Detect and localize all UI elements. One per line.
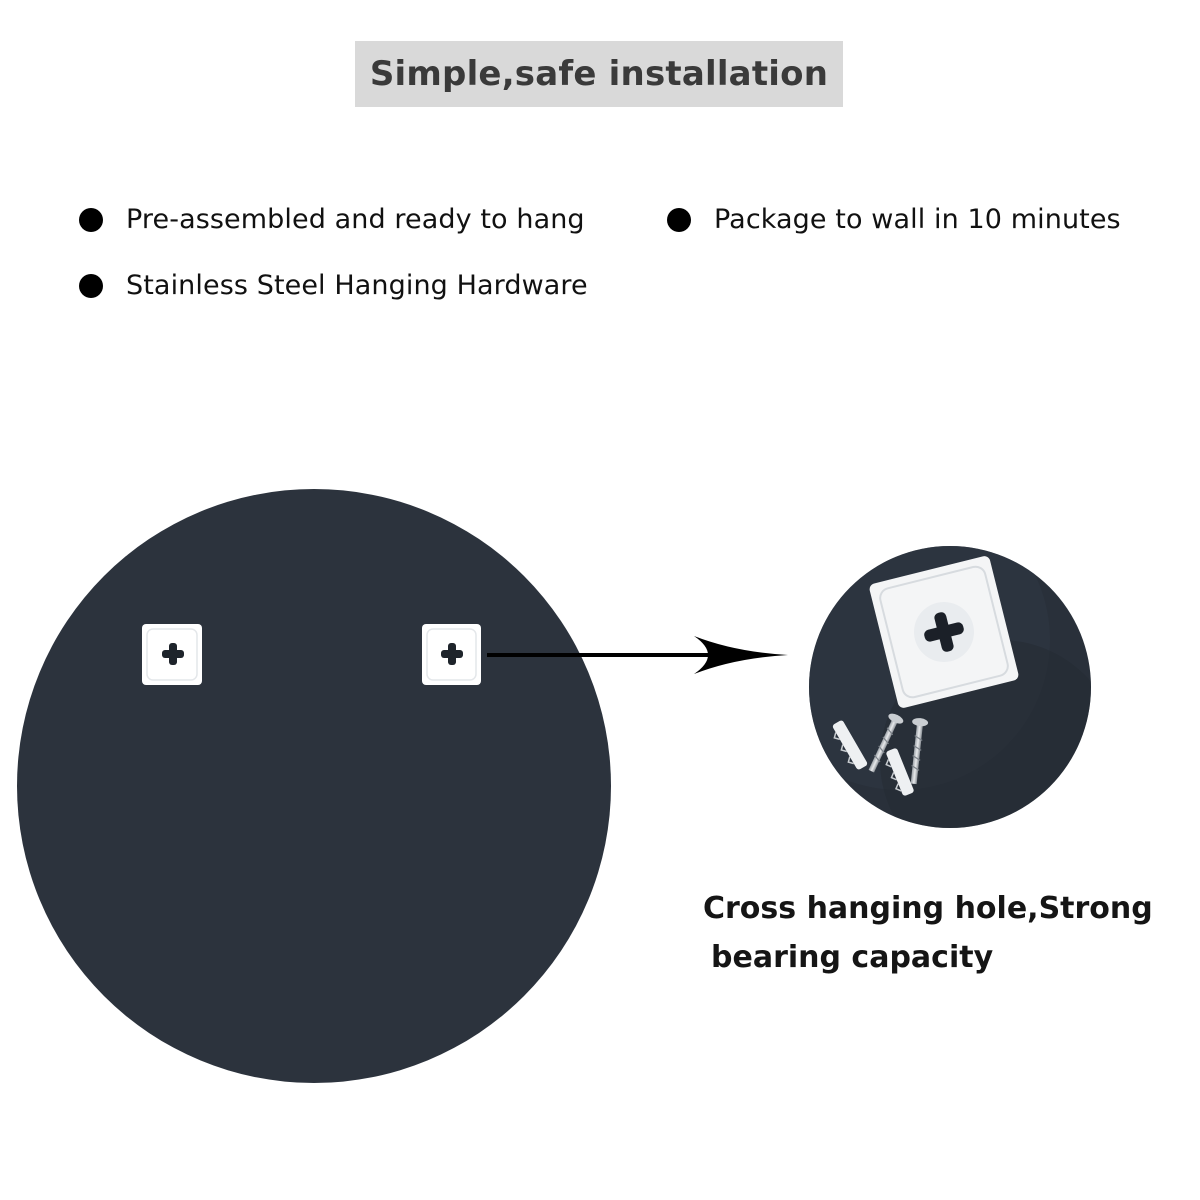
bullet-icon <box>79 273 103 298</box>
bullet-icon <box>667 207 691 232</box>
caption-line-2: bearing capacity <box>711 940 994 975</box>
feature-label: Stainless Steel Hanging Hardware <box>126 270 588 301</box>
feature-item-package-to-wall: Package to wall in 10 minutes <box>667 204 1121 235</box>
page-title: Simple,safe installation <box>369 54 829 94</box>
bullet-icon <box>79 207 103 232</box>
hanger-bracket-left <box>142 624 202 685</box>
feature-caption: Cross hanging hole,Strong bearing capaci… <box>703 884 1153 982</box>
arrow-right-icon <box>487 636 788 674</box>
feature-label: Pre-assembled and ready to hang <box>126 204 585 235</box>
cross-hole-icon <box>162 643 184 665</box>
caption-line-1: Cross hanging hole,Strong <box>703 891 1153 926</box>
feature-item-stainless-hardware: Stainless Steel Hanging Hardware <box>79 270 588 301</box>
feature-label: Package to wall in 10 minutes <box>714 204 1121 235</box>
title-banner: Simple,safe installation <box>355 41 843 107</box>
cross-hole-icon <box>924 612 964 652</box>
zoom-detail-circle <box>809 546 1091 828</box>
feature-item-preassembled: Pre-assembled and ready to hang <box>79 204 585 235</box>
wall-anchor-screws-icon <box>832 713 929 796</box>
zoom-bracket-plate <box>869 556 1019 708</box>
round-mirror-back <box>17 489 611 1083</box>
hanger-bracket-right <box>422 624 481 685</box>
cross-hole-icon <box>441 643 463 665</box>
